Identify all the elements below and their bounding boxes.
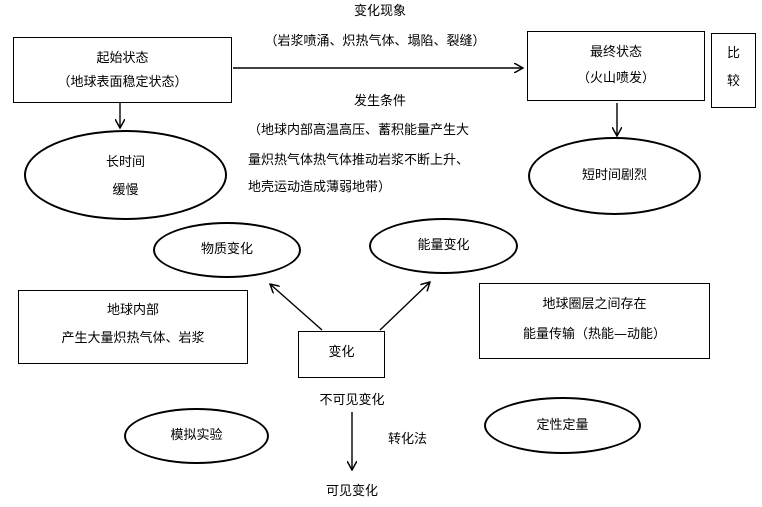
compare-char-1: 比 [726, 46, 740, 61]
end-state-box: 最终状态 （火山喷发） [527, 31, 705, 101]
arrow-center-to-energy [379, 282, 430, 331]
arrow-center-to-material [270, 284, 323, 331]
simulation-label: 模拟实验 [170, 428, 223, 443]
condition-title: 发生条件 [353, 94, 406, 109]
end-state-title: 最终状态 [589, 45, 642, 60]
visible-change-label: 可见变化 [325, 484, 378, 499]
start-state-box: 起始状态 （地球表面稳定状态） [13, 37, 232, 103]
change-center-label: 变化 [328, 345, 355, 360]
slow-ellipse: 长时间 缓慢 [24, 130, 227, 220]
simulation-ellipse: 模拟实验 [124, 408, 269, 464]
energy-change-label: 能量变化 [417, 238, 470, 253]
invisible-change-label: 不可见变化 [319, 393, 385, 408]
change-title: 变化现象 [353, 4, 406, 19]
conversion-method-label: 转化法 [388, 432, 428, 447]
sphere-transfer-detail: 能量传输（热能—动能） [522, 327, 666, 342]
sphere-transfer-title: 地球圈层之间存在 [542, 297, 647, 312]
condition-line-1: （地球内部高温高压、蓄积能量产生大 [248, 123, 470, 138]
qualitative-quantitative-label: 定性定量 [536, 418, 589, 433]
end-state-detail: （火山喷发） [576, 71, 655, 86]
material-change-ellipse: 物质变化 [153, 222, 301, 278]
slow-line-2: 缓慢 [112, 183, 139, 198]
earth-interior-detail: 产生大量炽热气体、岩浆 [61, 331, 205, 346]
start-state-title: 起始状态 [96, 51, 149, 66]
earth-interior-title: 地球内部 [106, 303, 159, 318]
earth-interior-box: 地球内部 产生大量炽热气体、岩浆 [18, 290, 248, 364]
fast-ellipse: 短时间剧烈 [528, 137, 701, 215]
slow-line-1: 长时间 [105, 155, 145, 170]
energy-change-ellipse: 能量变化 [369, 218, 518, 274]
qualitative-quantitative-ellipse: 定性定量 [484, 397, 641, 454]
compare-char-2: 较 [726, 74, 740, 89]
change-detail: （岩浆喷涌、炽热气体、塌陷、裂缝） [264, 34, 486, 49]
sphere-transfer-box: 地球圈层之间存在 能量传输（热能—动能） [479, 283, 710, 359]
compare-box: 比 较 [711, 33, 756, 108]
condition-line-3: 地壳运动造成薄弱地带） [248, 180, 392, 195]
material-change-label: 物质变化 [200, 242, 253, 257]
fast-label: 短时间剧烈 [581, 168, 647, 183]
change-center-box: 变化 [298, 331, 385, 378]
condition-line-2: 量炽热气体热气体推动岩浆不断上升、 [248, 153, 470, 168]
start-state-detail: （地球表面稳定状态） [57, 75, 188, 90]
